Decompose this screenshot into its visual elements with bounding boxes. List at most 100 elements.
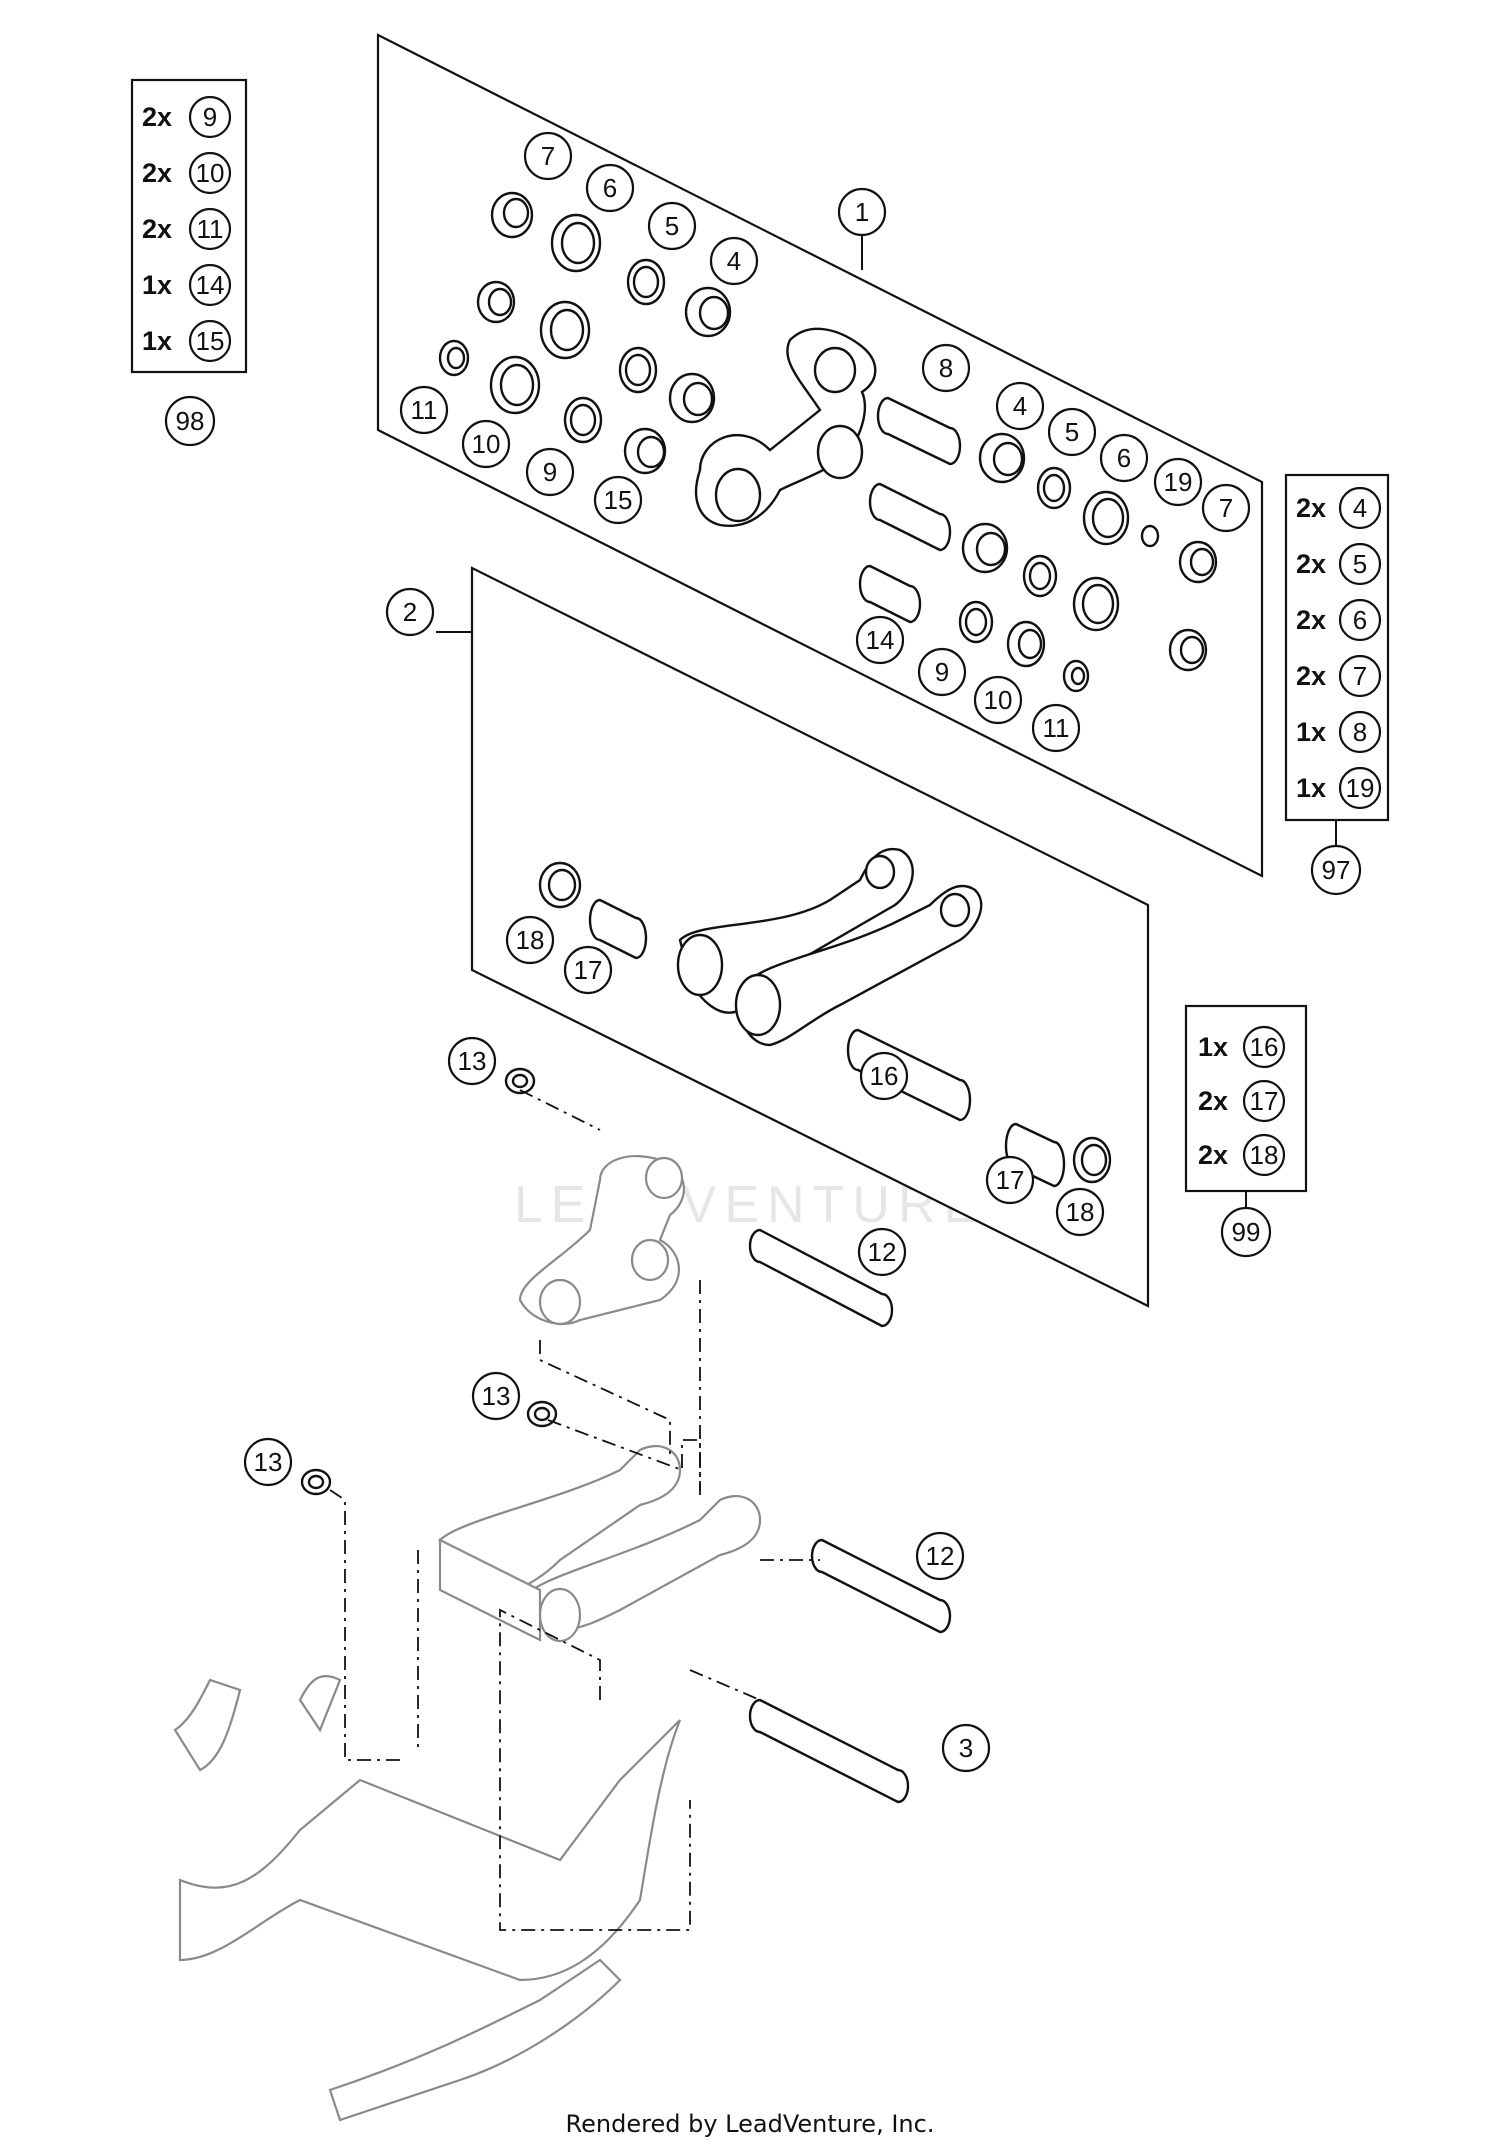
callout-10-b: 10	[973, 675, 1023, 725]
callout-15: 15	[593, 475, 643, 525]
kit-97-part-4: 7	[1338, 654, 1382, 698]
kit-98-part-2: 10	[188, 151, 232, 195]
callout-12-a: 12	[857, 1227, 907, 1277]
svg-text:4: 4	[1013, 391, 1027, 421]
callout-8: 8	[921, 343, 971, 393]
part-callouts: 1 2 3 4 4 5 5 6 6 7 7 8 9 9 10 10 11 11 …	[243, 131, 1251, 1773]
kit-98-part-3: 11	[188, 207, 232, 251]
callout-11-a: 11	[399, 385, 449, 435]
svg-text:17: 17	[1250, 1086, 1279, 1116]
callout-19: 19	[1153, 457, 1203, 507]
panel-1-parts	[438, 191, 1218, 693]
callout-6-a: 6	[585, 163, 635, 213]
callout-5-a: 5	[647, 201, 697, 251]
callout-2: 2	[385, 587, 435, 637]
svg-text:4: 4	[1353, 493, 1367, 523]
kit-97-part-3: 6	[1338, 598, 1382, 642]
assembled-linkage	[173, 1067, 952, 2122]
svg-text:10: 10	[196, 158, 225, 188]
kit-97-part-1: 4	[1338, 486, 1382, 530]
callout-14: 14	[855, 615, 905, 665]
kit-box-97: 2x 4 2x 5 2x 6 2x 7 1x 8 1x 19	[1284, 473, 1390, 822]
kit-98-part-4: 14	[188, 263, 232, 307]
callout-10-a: 10	[461, 419, 511, 469]
callout-3: 3	[941, 1723, 991, 1773]
callout-12-b: 12	[915, 1531, 965, 1581]
panel-2-parts	[538, 847, 1112, 1188]
svg-text:5: 5	[1065, 417, 1079, 447]
svg-text:14: 14	[196, 270, 225, 300]
svg-text:13: 13	[254, 1447, 283, 1477]
callout-97: 97	[1310, 844, 1362, 896]
kit-97-part-5: 8	[1338, 710, 1382, 754]
svg-text:16: 16	[1250, 1032, 1279, 1062]
svg-text:6: 6	[603, 173, 617, 203]
kit-97-qty-1: 2x	[1296, 493, 1326, 523]
kit-97-qty-4: 2x	[1296, 661, 1326, 691]
svg-text:8: 8	[1353, 717, 1367, 747]
svg-text:98: 98	[176, 406, 205, 436]
svg-text:12: 12	[926, 1541, 955, 1571]
svg-text:6: 6	[1353, 605, 1367, 635]
callout-9-b: 9	[917, 647, 967, 697]
kit-99-qty-2: 2x	[1198, 1086, 1228, 1116]
kit-box-98: 2x 9 2x 10 2x 11 1x 14 1x 15	[130, 78, 248, 374]
kit-98-qty-2: 2x	[142, 158, 172, 188]
callout-9-a: 9	[525, 447, 575, 497]
kit-99-part-1: 16	[1242, 1025, 1286, 1069]
kit-97-qty-5: 1x	[1296, 717, 1326, 747]
svg-text:2: 2	[403, 597, 417, 627]
callout-18-b: 18	[1055, 1187, 1105, 1237]
callout-13-c: 13	[243, 1437, 293, 1487]
svg-text:12: 12	[868, 1237, 897, 1267]
kit-98-qty-3: 2x	[142, 214, 172, 244]
callout-17-b: 17	[985, 1155, 1035, 1205]
svg-text:5: 5	[1353, 549, 1367, 579]
kit-97-part-6: 19	[1338, 766, 1382, 810]
callout-98: 98	[164, 395, 216, 447]
svg-text:11: 11	[411, 395, 438, 425]
callout-7-a: 7	[523, 131, 573, 181]
svg-text:1: 1	[855, 197, 869, 227]
kit-97-part-2: 5	[1338, 542, 1382, 586]
callout-4-b: 4	[995, 381, 1045, 431]
svg-text:18: 18	[516, 925, 545, 955]
svg-text:19: 19	[1164, 467, 1193, 497]
svg-text:19: 19	[1346, 773, 1375, 803]
svg-text:9: 9	[543, 457, 557, 487]
svg-text:10: 10	[472, 429, 501, 459]
svg-text:10: 10	[984, 685, 1013, 715]
callout-17-a: 17	[563, 945, 613, 995]
svg-text:8: 8	[939, 353, 953, 383]
callout-4-a: 4	[709, 236, 759, 286]
svg-text:99: 99	[1232, 1217, 1261, 1247]
kit-99-qty-3: 2x	[1198, 1140, 1228, 1170]
callout-99: 99	[1220, 1206, 1272, 1258]
svg-text:5: 5	[665, 211, 679, 241]
kit-box-99: 1x 16 2x 17 2x 18	[1184, 1004, 1308, 1193]
footer-credit: Rendered by LeadVenture, Inc.	[565, 2110, 935, 2138]
kit-99-part-2: 17	[1242, 1079, 1286, 1123]
kit-98-qty-1: 2x	[142, 102, 172, 132]
kit-97-qty-3: 2x	[1296, 605, 1326, 635]
callout-13-b: 13	[471, 1371, 521, 1421]
svg-text:97: 97	[1322, 855, 1351, 885]
svg-text:18: 18	[1250, 1140, 1279, 1170]
svg-text:11: 11	[1043, 713, 1070, 743]
svg-text:15: 15	[196, 326, 225, 356]
svg-text:9: 9	[935, 657, 949, 687]
svg-text:7: 7	[1219, 493, 1233, 523]
kit-98-part-5: 15	[188, 319, 232, 363]
svg-text:6: 6	[1117, 443, 1131, 473]
svg-text:15: 15	[604, 485, 633, 515]
kit-98-qty-4: 1x	[142, 270, 172, 300]
svg-text:4: 4	[727, 246, 741, 276]
kit-98-part-1: 9	[188, 95, 232, 139]
alignment-lines	[329, 1089, 820, 1931]
svg-text:14: 14	[866, 625, 895, 655]
callout-11-b: 11	[1031, 703, 1081, 753]
callout-5-b: 5	[1047, 407, 1097, 457]
svg-text:7: 7	[1353, 661, 1367, 691]
callout-13-a: 13	[447, 1036, 497, 1086]
